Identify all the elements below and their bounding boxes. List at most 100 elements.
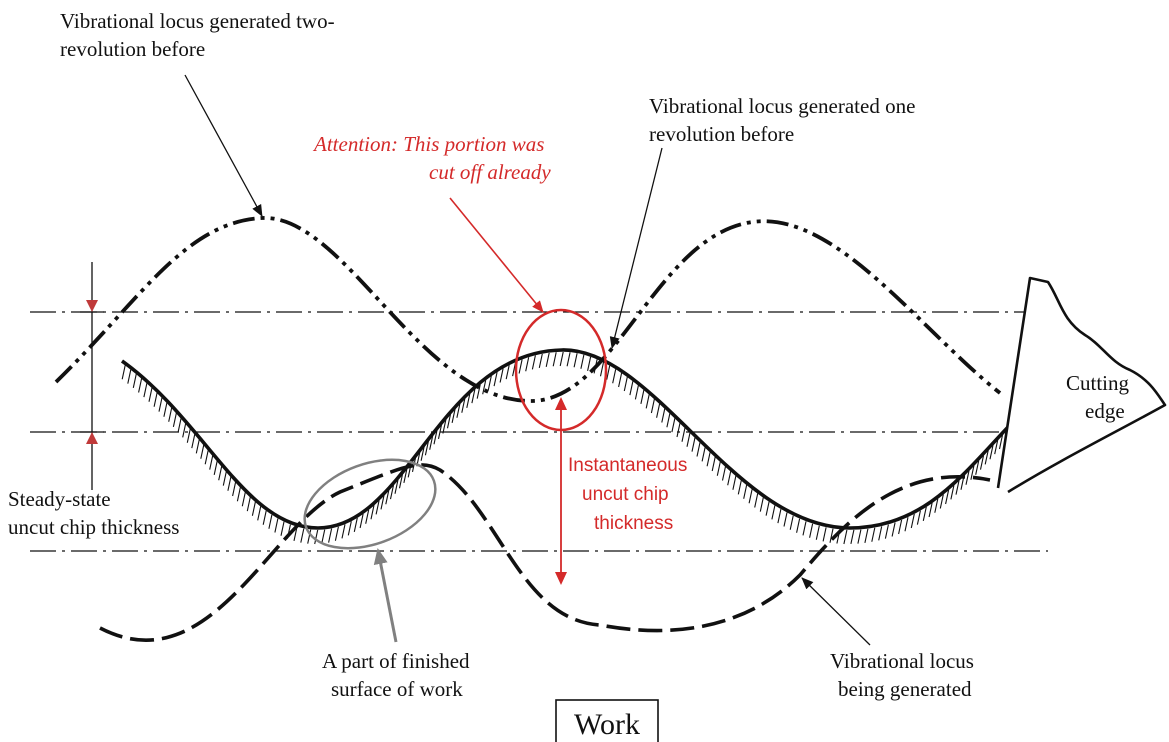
hatch-mark bbox=[466, 393, 471, 409]
hatch-mark bbox=[347, 521, 352, 536]
hatch-mark bbox=[482, 380, 487, 395]
hatch-mark bbox=[916, 510, 921, 525]
hatch-mark bbox=[864, 528, 869, 544]
label-cutting-line2: edge bbox=[1085, 399, 1125, 423]
hatch-mark bbox=[246, 496, 251, 512]
hatch-mark bbox=[251, 501, 256, 516]
label-instant-line3: thickness bbox=[594, 513, 673, 534]
hatch-mark bbox=[403, 468, 408, 484]
hatch-mark bbox=[424, 441, 429, 456]
hatch-mark bbox=[471, 388, 476, 404]
steady-state-arrow-top bbox=[86, 300, 98, 312]
hatch-mark bbox=[177, 417, 182, 433]
hatch-mark bbox=[559, 351, 564, 367]
label-finished-line2: surface of work bbox=[331, 677, 463, 701]
hatch-mark bbox=[204, 450, 209, 465]
label-instant-line2: uncut chip bbox=[582, 484, 669, 505]
hatch-mark bbox=[711, 456, 716, 472]
hatch-mark bbox=[321, 529, 326, 544]
label-one-rev-line2: revolution before bbox=[649, 122, 794, 146]
hatch-mark bbox=[580, 354, 585, 369]
hatch-mark bbox=[365, 509, 370, 524]
hatch-mark bbox=[676, 422, 681, 438]
hatch-mark bbox=[891, 522, 896, 537]
hatch-mark bbox=[241, 492, 246, 507]
work-box bbox=[555, 699, 659, 742]
hatch-mark bbox=[765, 501, 770, 516]
label-one-rev-line1: Vibrational locus generated one bbox=[649, 94, 915, 118]
hatch-mark bbox=[429, 435, 434, 450]
hatch-mark bbox=[701, 447, 706, 462]
hatch-mark bbox=[748, 489, 753, 504]
hatch-mark bbox=[172, 412, 177, 428]
hatch-mark bbox=[138, 378, 143, 393]
hatch-mark bbox=[928, 502, 933, 518]
hatch-mark bbox=[979, 455, 985, 470]
hatch-mark bbox=[442, 419, 447, 434]
hatch-mark bbox=[618, 372, 623, 388]
hatch-mark bbox=[857, 529, 862, 544]
hatch-mark bbox=[398, 474, 404, 489]
hatch-mark bbox=[538, 353, 543, 369]
hatch-mark bbox=[612, 369, 617, 384]
hatch-mark bbox=[525, 357, 530, 372]
hatch-mark bbox=[227, 476, 232, 491]
hatch-mark bbox=[922, 506, 927, 522]
hatch-mark bbox=[195, 439, 200, 454]
hatch-mark bbox=[163, 402, 168, 417]
instantaneous-thickness-arrow bbox=[555, 397, 567, 585]
hatch-mark bbox=[629, 380, 634, 396]
locus-two-revolutions-before bbox=[54, 216, 1002, 403]
hatch-mark bbox=[989, 445, 994, 460]
hatch-mark bbox=[871, 527, 876, 542]
steady-state-dimension bbox=[80, 262, 104, 490]
hatch-mark bbox=[280, 521, 285, 536]
finished-surface-ellipse bbox=[303, 458, 437, 550]
hatch-mark bbox=[994, 439, 999, 455]
hatch-mark bbox=[645, 394, 650, 409]
hatch-mark bbox=[300, 528, 305, 543]
label-work: Work bbox=[574, 708, 640, 741]
hatch-mark bbox=[341, 524, 346, 539]
hatch-mark bbox=[716, 461, 721, 476]
hatch-mark bbox=[518, 359, 523, 374]
hatch-mark bbox=[148, 387, 153, 402]
hatch-mark bbox=[975, 460, 980, 475]
hatch-mark bbox=[476, 384, 481, 399]
hatch-mark bbox=[552, 352, 557, 367]
hatch-mark bbox=[274, 518, 279, 533]
hatch-mark bbox=[213, 460, 218, 476]
hatch-mark bbox=[191, 433, 196, 449]
hatch-mark bbox=[456, 403, 461, 418]
hatch-mark bbox=[121, 365, 126, 380]
hatch-mark bbox=[666, 413, 671, 428]
hatch-mark bbox=[587, 356, 592, 372]
hatch-mark bbox=[222, 471, 227, 486]
hatch-mark bbox=[209, 455, 214, 470]
hatch-mark bbox=[307, 529, 312, 544]
hatch-mark bbox=[451, 408, 456, 424]
hatch-mark bbox=[599, 362, 605, 377]
hatch-mark bbox=[777, 508, 782, 524]
hatch-mark bbox=[505, 364, 510, 380]
hatch-mark bbox=[737, 480, 742, 495]
hatch-mark bbox=[566, 352, 571, 367]
hatch-mark bbox=[796, 518, 801, 533]
hatch-mark bbox=[389, 484, 395, 500]
hatch-mark bbox=[984, 450, 989, 465]
hatch-mark bbox=[743, 484, 748, 499]
hatch-mark bbox=[671, 417, 676, 433]
hatch-mark bbox=[168, 407, 173, 422]
hatch-mark bbox=[965, 470, 970, 485]
hatch-mark bbox=[262, 510, 267, 525]
hatch-mark bbox=[802, 521, 807, 536]
hatch-mark bbox=[686, 432, 691, 447]
hatch-mark bbox=[437, 424, 443, 440]
hatch-mark bbox=[998, 434, 1004, 450]
hatch-mark bbox=[934, 498, 939, 513]
label-finished-line1: A part of finished bbox=[322, 649, 470, 673]
label-attention-line2: cut off already bbox=[429, 160, 551, 184]
hatch-mark bbox=[236, 487, 241, 502]
hatch-mark bbox=[955, 480, 960, 495]
hatch-mark bbox=[721, 466, 727, 481]
